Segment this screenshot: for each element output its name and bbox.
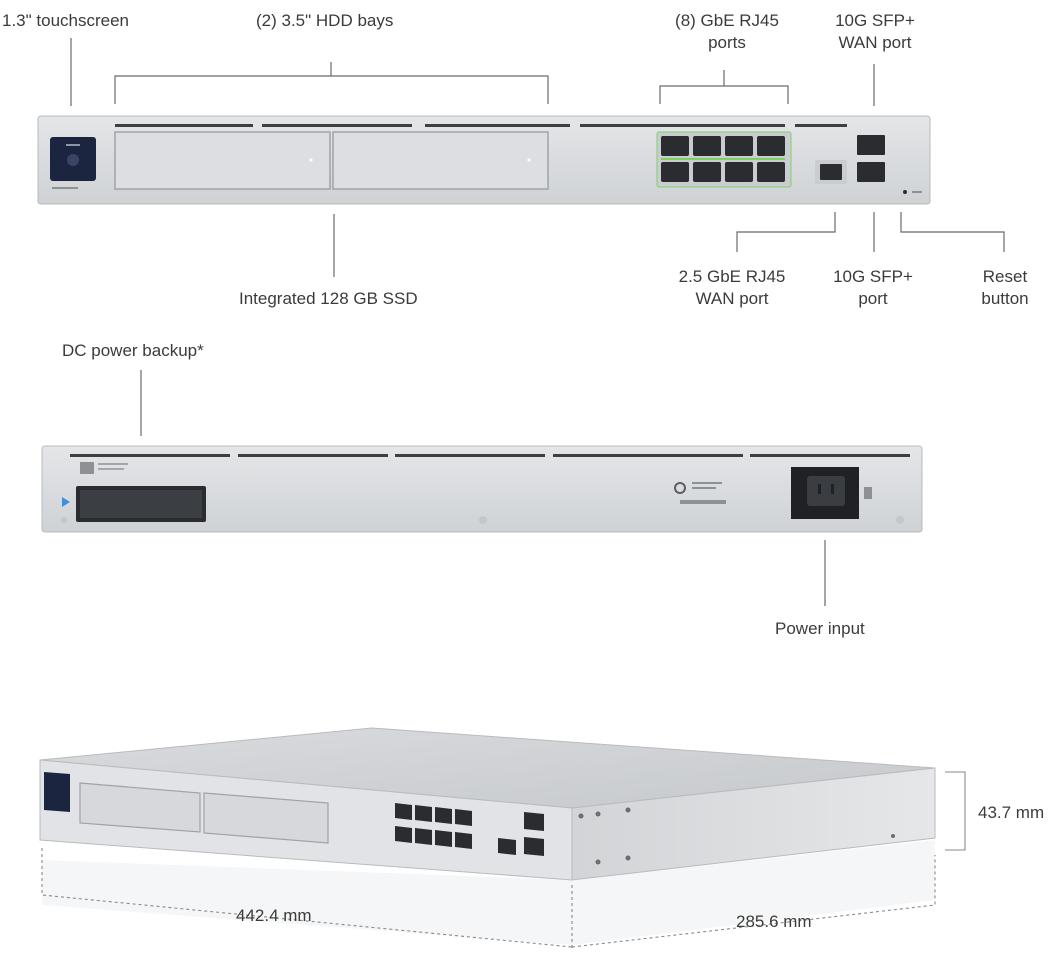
- iso-side: [571, 767, 936, 881]
- label-touchscreen: 1.3" touchscreen: [2, 11, 130, 30]
- dimension-lines: [41, 771, 966, 950]
- sfp-wan-port: [857, 135, 885, 155]
- rear-leader-lines: [140, 370, 826, 606]
- front-view: [37, 115, 931, 205]
- hdd-bay-1: [114, 131, 331, 190]
- label-dc-backup: DC power backup*: [62, 341, 204, 360]
- label-sfp-wan: 10G SFP+WAN port: [835, 11, 915, 52]
- sfp-port: [857, 162, 885, 182]
- dimension-depth: 285.6 mm: [736, 912, 812, 931]
- rear-view: [41, 445, 923, 533]
- label-ssd: Integrated 128 GB SSD: [239, 289, 418, 308]
- hdd-bay-2: [332, 131, 549, 190]
- front-leader-lines: [70, 38, 1005, 277]
- rear-chassis: [41, 445, 923, 533]
- reset-button: [903, 190, 907, 194]
- label-hdd-bays: (2) 3.5" HDD bays: [256, 11, 394, 30]
- dimension-height: 43.7 mm: [978, 803, 1045, 822]
- label-sfp-port: 10G SFP+port: [833, 267, 913, 308]
- label-power-input: Power input: [775, 619, 865, 638]
- isometric-view: [39, 727, 936, 945]
- dimension-width: 442.4 mm: [236, 906, 312, 925]
